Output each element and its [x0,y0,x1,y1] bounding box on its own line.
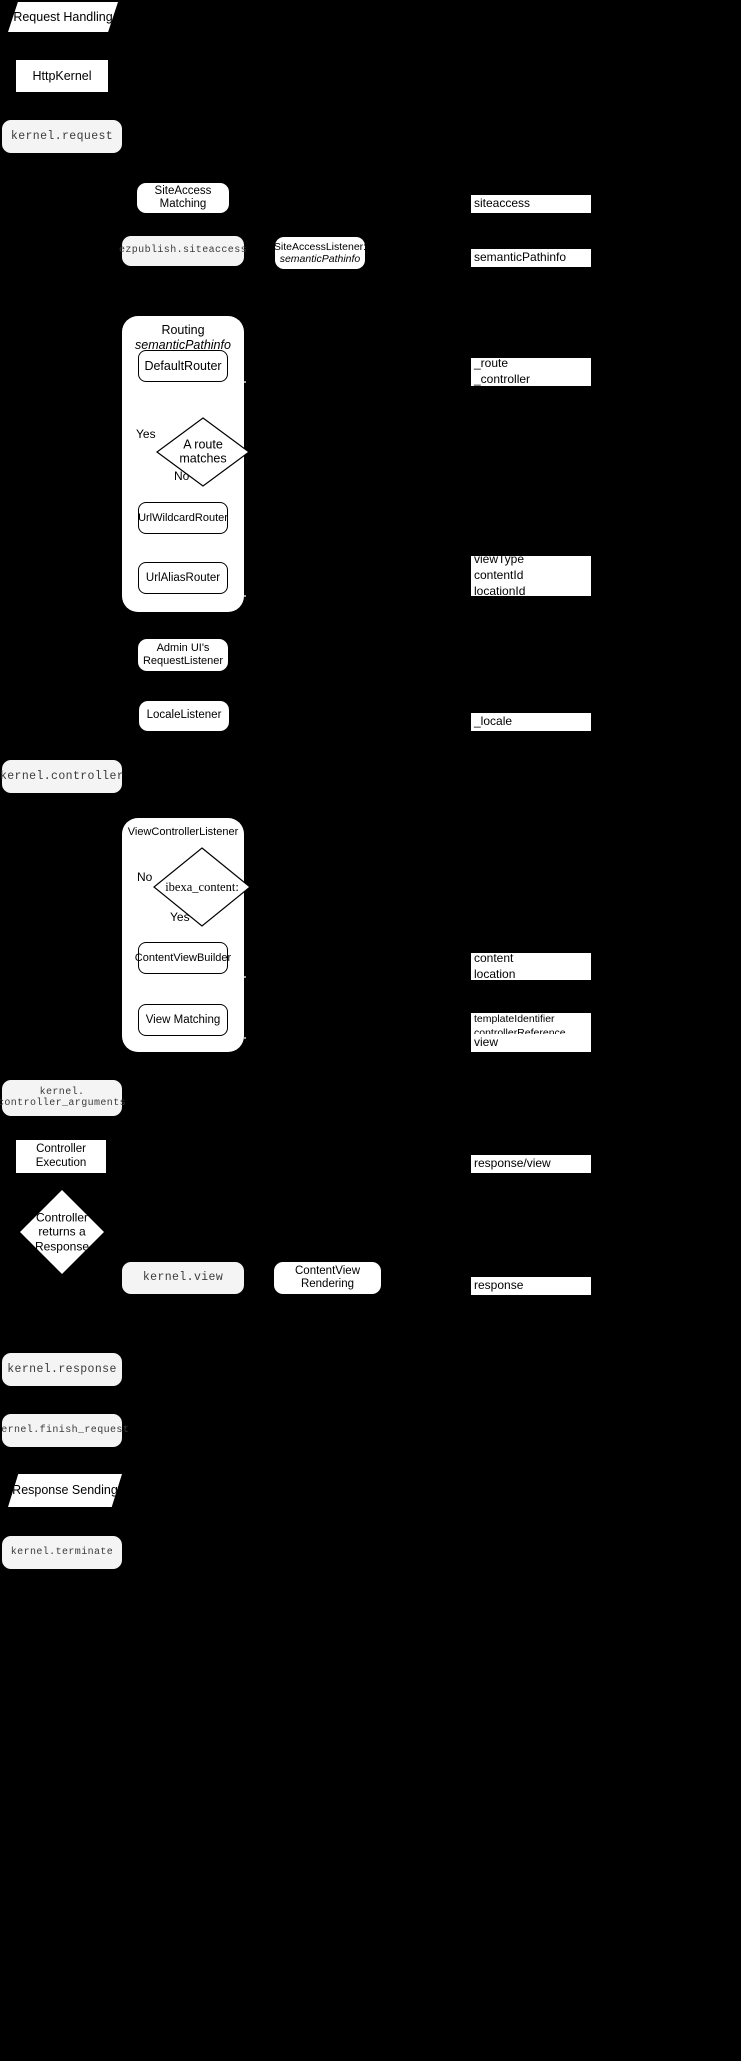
attr-viewtype-line-1: contentId [474,568,524,583]
node-url-wildcard-router: UrlWildcardRouter [138,502,228,534]
event-kernel-terminate: kernel.terminate [2,1536,122,1569]
node-url-alias-router: UrlAliasRouter [138,562,228,594]
node-siteaccess-listener: SiteAccessListener: semanticPathinfo [273,237,367,269]
attr-siteaccess: siteaccess [471,195,591,213]
decision-ibexa-content: ibexa_content: [150,846,254,928]
attr-content-location-line-1: location [474,966,516,981]
decision-route-matches-line1: A route [183,437,223,452]
decision-route-matches-yes: Yes [136,427,156,441]
decision-crr-line1: Controller [35,1210,89,1225]
attr-siteaccess-line-0: siteaccess [474,196,531,211]
node-url-alias-router-label: UrlAliasRouter [145,572,221,584]
attr-locale: _locale [471,713,591,731]
node-controller-execution: Controller Execution [16,1140,106,1173]
node-admin-ui-line1: Admin UI's [156,642,210,655]
banner-response-sending-label: Response Sending [12,1483,118,1498]
decision-route-matches-label: A route matches [155,438,251,467]
event-kernel-request-label: kernel.request [10,129,114,143]
decision-controller-returns-response: Controller returns a Response [20,1190,104,1274]
attr-response-view: response/view [471,1155,591,1173]
event-kernel-controller: kernel.controller [0,760,125,793]
attr-content-location: content location [471,950,591,981]
attr-semanticpathinfo: semanticPathinfo [471,249,591,267]
decision-ibexa-content-label: ibexa_content: [165,879,239,894]
banner-request-handling: Request Handling [8,2,118,32]
event-kernel-controller-arguments-label-line1: kernel. [39,1086,85,1098]
node-contentview-rendering-label: ContentView Rendering [295,1264,360,1290]
decision-ibexa-content-yes: Yes [170,910,190,924]
event-kernel-finish-request: kernel.finish_request [0,1414,129,1447]
group-routing: Routing semanticPathinfo (ChainRouter) D… [122,316,251,612]
event-kernel-terminate-label: kernel.terminate [10,1546,114,1558]
decision-route-matches-line2: matches [179,452,227,466]
node-controller-execution-label: Controller Execution [35,1143,87,1169]
group-view-controller-listener-title: ViewControllerListener [127,826,239,838]
attr-response-view-line-0: response/view [474,1156,551,1171]
node-siteaccess-listener-line1: SiteAccessListener: [273,240,367,253]
event-kernel-finish-request-label: kernel.finish_request [0,1424,130,1436]
node-locale-listener: LocaleListener [139,701,229,731]
attr-viewtype-line-2: locationId [474,583,526,598]
event-kernel-view-label: kernel.view [142,1271,224,1285]
node-locale-listener-label: LocaleListener [146,709,222,722]
node-view-matching: View Matching [138,1004,228,1036]
attr-route-controller-line-1: _controller [474,372,531,386]
node-admin-ui-request-listener: Admin UI's RequestListener [138,639,228,671]
event-kernel-controller-arguments-label-line2: controller_arguments [0,1098,127,1109]
group-routing-title-prefix: Routing [161,323,205,337]
node-content-view-builder: ContentViewBuilder [134,942,232,974]
decision-controller-returns-response-label: Controller returns a Response [20,1210,104,1253]
node-siteaccess-listener-line2: semanticPathinfo [279,253,361,265]
attr-response-line-0: response [474,1278,524,1293]
decision-crr-line2: returns a [38,1224,86,1239]
attr-view-line-0: view [474,1035,499,1050]
node-contentview-rendering: ContentView Rendering [274,1262,381,1294]
group-view-controller-listener: ViewControllerListener ibexa_content: No… [122,818,251,1052]
decision-ibexa-content-no: No [137,870,153,884]
node-admin-ui-line2: RequestListener [142,655,224,667]
attr-viewtype-line-0: viewType [474,552,525,567]
attr-route-controller: _route _controller [471,356,591,386]
group-routing-title-italic: semanticPathinfo [135,338,231,352]
event-kernel-controller-label: kernel.controller [0,769,125,783]
decision-route-matches-no: No [174,469,190,483]
event-kernel-response: kernel.response [2,1353,122,1386]
attr-view: view [471,1034,591,1052]
banner-response-sending: Response Sending [8,1474,122,1507]
attr-response: response [471,1277,591,1295]
attr-semanticpathinfo-line-0: semanticPathinfo [474,250,567,265]
node-default-router-label: DefaultRouter [144,359,222,373]
node-content-view-builder-label: ContentViewBuilder [134,952,232,964]
attr-content-location-line-0: content [474,950,514,965]
node-http-kernel: HttpKernel [16,60,108,92]
attr-viewtype-contentid-locationid: viewType contentId locationId [471,552,591,598]
node-view-matching-label: View Matching [145,1014,221,1026]
node-default-router: DefaultRouter [138,350,228,382]
event-ezpublish-siteaccess: ezpublish.siteaccess [118,236,248,266]
banner-request-handling-label: Request Handling [13,9,113,24]
attr-template-line-0: templateIdentifier [474,1012,555,1025]
attr-locale-line-0: _locale [474,714,513,729]
node-siteaccess-matching-label: SiteAccess Matching [154,184,212,210]
node-url-wildcard-router-label: UrlWildcardRouter [138,512,228,524]
event-kernel-response-label: kernel.response [7,1362,117,1376]
decision-route-matches: A route matches [155,416,251,488]
event-kernel-view: kernel.view [122,1262,244,1294]
node-siteaccess-matching: SiteAccess Matching [137,183,229,213]
event-ezpublish-siteaccess-label: ezpublish.siteaccess [118,245,248,257]
attr-route-controller-line-0: _route [474,356,509,371]
node-http-kernel-label: HttpKernel [32,68,92,83]
decision-crr-line3: Response [34,1239,90,1254]
event-kernel-controller-arguments: kernel. controller_arguments [0,1080,126,1116]
event-kernel-request: kernel.request [2,120,122,153]
